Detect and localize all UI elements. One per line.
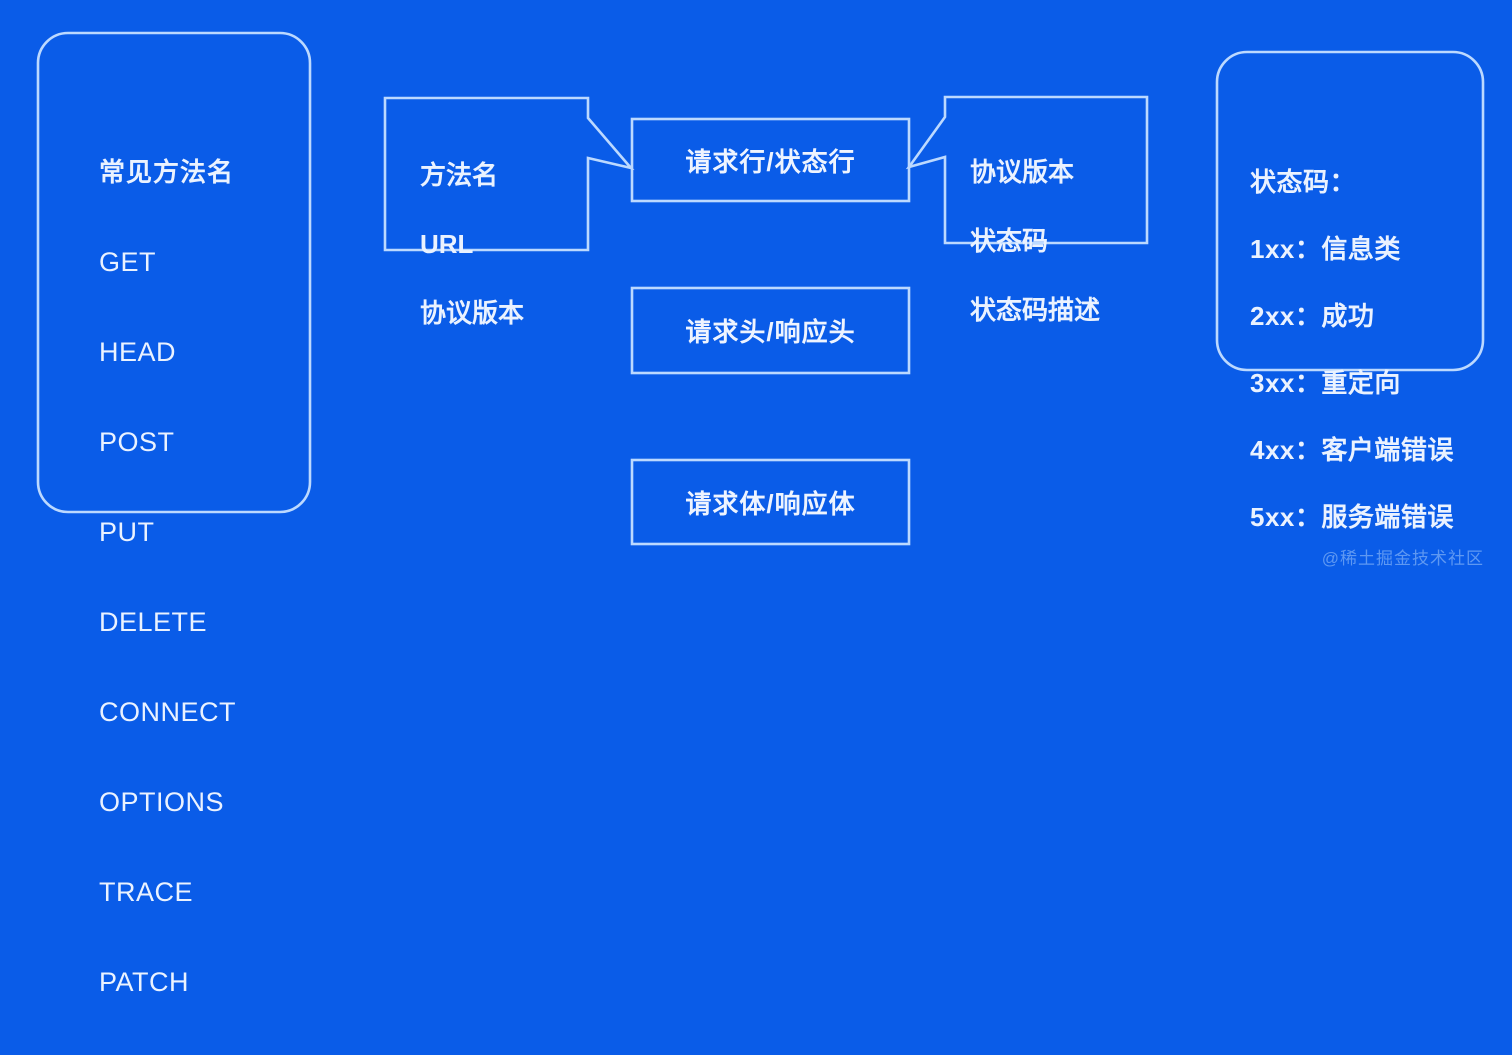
method-item-get: GET bbox=[99, 247, 157, 277]
status-code-2xx: 2xx： bbox=[1250, 301, 1322, 331]
status-code-row-1xx: 1xx：信息类 bbox=[1250, 232, 1454, 267]
status-codes-heading: 状态码： bbox=[1250, 167, 1357, 197]
request-line-callout-text: 方法名 URL 协议版本 bbox=[420, 125, 524, 364]
method-item-delete: DELETE bbox=[99, 607, 208, 637]
method-item-options: OPTIONS bbox=[99, 787, 225, 817]
status-desc-4xx: 客户端错误 bbox=[1321, 435, 1454, 465]
status-code-row-4xx: 4xx：客户端错误 bbox=[1250, 433, 1454, 468]
method-item-patch: PATCH bbox=[99, 967, 189, 997]
headers-box-label: 请求头/响应头 bbox=[685, 317, 856, 347]
status-line-part-reason: 状态码描述 bbox=[970, 295, 1101, 325]
request-line-part-version: 协议版本 bbox=[420, 298, 525, 328]
status-code-1xx: 1xx： bbox=[1250, 234, 1322, 264]
body-box-label: 请求体/响应体 bbox=[685, 488, 856, 519]
status-line-part-code: 状态码 bbox=[970, 226, 1049, 256]
status-desc-5xx: 服务端错误 bbox=[1321, 502, 1454, 532]
watermark: @稀土掘金技术社区 bbox=[1321, 549, 1484, 568]
start-line-box-label: 请求行/状态行 bbox=[685, 146, 856, 177]
status-code-3xx: 3xx： bbox=[1250, 368, 1322, 398]
status-codes-panel-text: 状态码： 1xx：信息类 2xx：成功 3xx：重定向 4xx：客户端错误 5x… bbox=[1250, 133, 1454, 567]
methods-heading: 常见方法名 bbox=[99, 157, 235, 187]
status-desc-2xx: 成功 bbox=[1321, 301, 1375, 331]
method-item-connect: CONNECT bbox=[99, 697, 236, 727]
methods-panel-text: 常见方法名 GET HEAD POST PUT DELETE CONNECT O… bbox=[99, 100, 236, 1054]
method-item-trace: TRACE bbox=[99, 877, 194, 907]
status-code-row-3xx: 3xx：重定向 bbox=[1250, 366, 1454, 401]
status-desc-3xx: 重定向 bbox=[1321, 368, 1401, 398]
status-code-4xx: 4xx： bbox=[1250, 435, 1322, 465]
method-item-head: HEAD bbox=[99, 337, 177, 367]
method-item-post: POST bbox=[99, 427, 175, 457]
request-line-part-url: URL bbox=[420, 229, 474, 259]
request-line-part-method: 方法名 bbox=[420, 160, 499, 190]
status-code-row-5xx: 5xx：服务端错误 bbox=[1250, 500, 1454, 535]
status-code-row-2xx: 2xx：成功 bbox=[1250, 299, 1454, 334]
status-code-5xx: 5xx： bbox=[1250, 502, 1322, 532]
method-item-put: PUT bbox=[99, 517, 155, 547]
status-line-callout-text: 协议版本 状态码 状态码描述 bbox=[970, 122, 1100, 361]
diagram-canvas: 常见方法名 GET HEAD POST PUT DELETE CONNECT O… bbox=[36, 31, 1485, 997]
status-desc-1xx: 信息类 bbox=[1321, 234, 1401, 264]
status-line-part-version: 协议版本 bbox=[970, 157, 1075, 187]
